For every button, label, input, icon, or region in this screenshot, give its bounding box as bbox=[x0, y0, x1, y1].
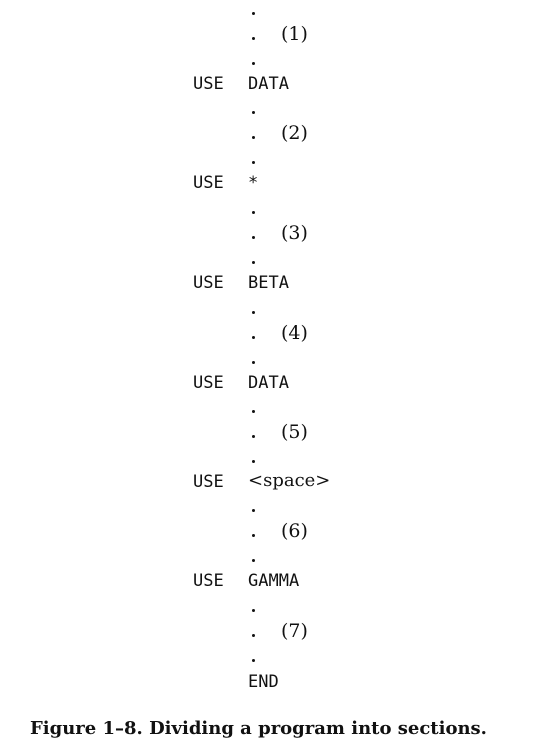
ellipsis-dot bbox=[252, 261, 255, 264]
ellipsis-dot bbox=[252, 161, 255, 164]
ellipsis-dot bbox=[252, 211, 255, 214]
ellipsis-dot bbox=[252, 410, 255, 413]
ellipsis-dot bbox=[252, 311, 255, 314]
section-label: (4) bbox=[281, 322, 308, 344]
ellipsis-dot bbox=[252, 12, 255, 15]
use-target: GAMMA bbox=[248, 571, 300, 591]
use-keyword: USE bbox=[193, 472, 224, 492]
ellipsis-dot bbox=[252, 435, 255, 438]
section-label: (3) bbox=[281, 222, 308, 244]
end-statement: END bbox=[248, 672, 279, 692]
use-target: BETA bbox=[248, 273, 289, 293]
ellipsis-dot bbox=[252, 37, 255, 40]
use-keyword: USE bbox=[193, 74, 224, 94]
use-target: * bbox=[248, 173, 259, 193]
ellipsis-dot bbox=[252, 236, 255, 239]
section-label: (7) bbox=[281, 620, 308, 642]
ellipsis-dot bbox=[252, 509, 255, 512]
ellipsis-dot bbox=[252, 609, 255, 612]
section-label: (6) bbox=[281, 520, 308, 542]
ellipsis-dot bbox=[252, 534, 255, 537]
use-keyword: USE bbox=[193, 173, 224, 193]
section-label: (5) bbox=[281, 421, 308, 443]
ellipsis-dot bbox=[252, 62, 255, 65]
section-label: (2) bbox=[281, 122, 308, 144]
use-keyword: USE bbox=[193, 571, 224, 591]
section-label: (1) bbox=[281, 23, 308, 45]
ellipsis-dot bbox=[252, 111, 255, 114]
use-keyword: USE bbox=[193, 373, 224, 393]
ellipsis-dot bbox=[252, 659, 255, 662]
use-target: <space> bbox=[248, 470, 331, 491]
ellipsis-dot bbox=[252, 460, 255, 463]
use-keyword: USE bbox=[193, 273, 224, 293]
use-target: DATA bbox=[248, 74, 289, 94]
figure-caption: Figure 1–8. Dividing a program into sect… bbox=[30, 718, 487, 739]
ellipsis-dot bbox=[252, 136, 255, 139]
ellipsis-dot bbox=[252, 336, 255, 339]
ellipsis-dot bbox=[252, 559, 255, 562]
ellipsis-dot bbox=[252, 634, 255, 637]
use-target: DATA bbox=[248, 373, 289, 393]
ellipsis-dot bbox=[252, 361, 255, 364]
